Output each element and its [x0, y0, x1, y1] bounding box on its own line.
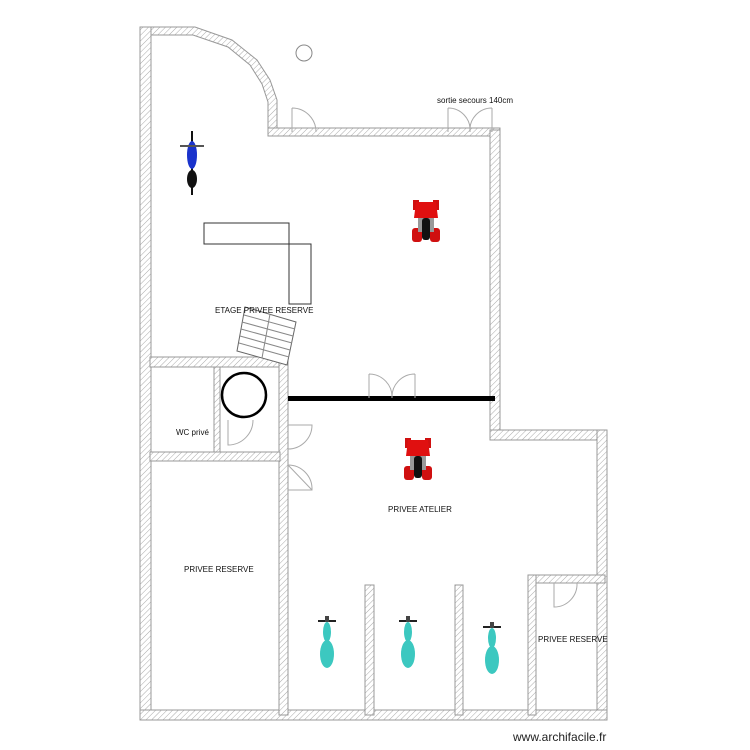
quad-icon: [412, 200, 440, 242]
stairs: [236, 306, 297, 366]
emergency-exit-label: sortie secours 140cm: [437, 96, 513, 105]
scooter-icon: [318, 616, 336, 668]
scooter-icon: [399, 616, 417, 668]
motorbike-icon: [180, 131, 204, 195]
room-label-upper-reserve: ETAGE PRIVEE RESERVE: [215, 306, 313, 315]
counters: [203, 44, 313, 305]
watermark: www.archifacile.fr: [512, 730, 606, 744]
room-label-workshop: PRIVEE ATELIER: [388, 505, 452, 514]
quad-icon: [404, 438, 432, 480]
room-label-left-reserve: PRIVEE RESERVE: [184, 565, 254, 574]
room-label-right-reserve: PRIVEE RESERVE: [538, 635, 608, 644]
doors[interactable]: [227, 107, 578, 608]
walls: [139, 26, 608, 721]
round-shower: [220, 371, 268, 419]
scooter-icon: [483, 622, 501, 674]
room-label-wc: WC privé: [176, 428, 209, 437]
